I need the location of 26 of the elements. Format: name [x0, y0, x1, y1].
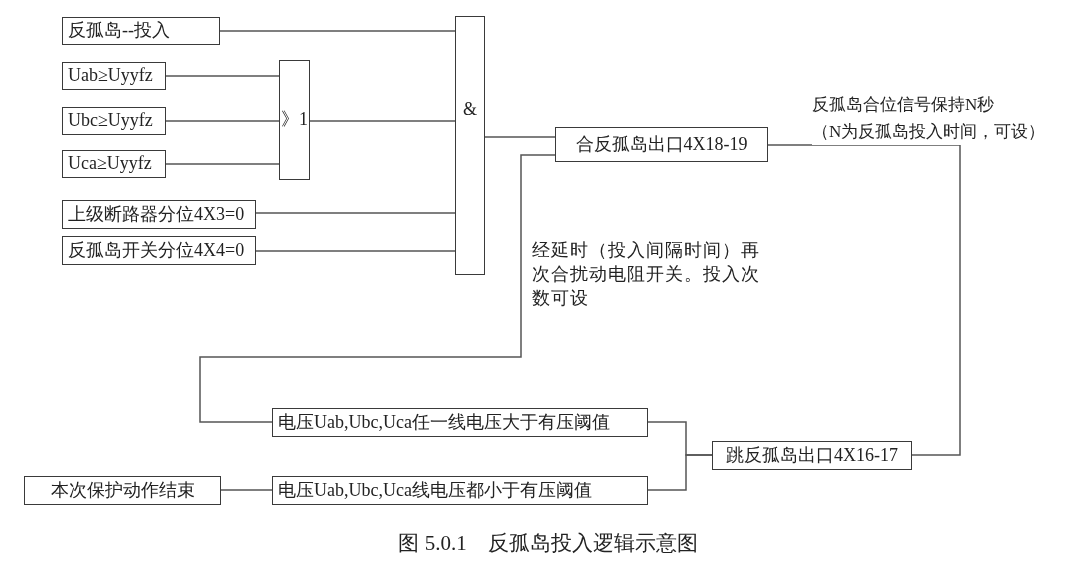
- condition-box: Uca≥Uyyfz: [62, 150, 166, 178]
- connector-line: [767, 144, 961, 456]
- output-box: 合反孤岛出口4X18-19: [555, 127, 768, 162]
- condition-box: 反孤岛开关分位4X4=0: [62, 236, 256, 265]
- connector-line: [165, 75, 280, 77]
- condition-box: 反孤岛--投入: [62, 17, 220, 45]
- connector-line: [309, 120, 456, 122]
- connector-line: [255, 250, 456, 252]
- connector-line: [255, 212, 456, 214]
- or-gate-box: 》1: [279, 60, 310, 180]
- and-gate-box: &: [455, 16, 485, 275]
- connector-line: [199, 154, 556, 423]
- connector-line: [484, 136, 556, 138]
- figure-caption: 图 5.0.1 反孤岛投入逻辑示意图: [398, 529, 698, 557]
- connector-line: [647, 454, 713, 491]
- condition-box: Uab≥Uyyfz: [62, 62, 166, 90]
- output-box: 跳反孤岛出口4X16-17: [712, 441, 912, 470]
- connector-line: [165, 163, 280, 165]
- condition-box: 电压Uab,Ubc,Uca任一线电压大于有压阈值: [272, 408, 648, 437]
- condition-box: Ubc≥Uyyfz: [62, 107, 166, 135]
- connector-line: [219, 30, 456, 32]
- connector-line: [220, 489, 273, 491]
- condition-box: 电压Uab,Ubc,Uca线电压都小于有压阈值: [272, 476, 648, 505]
- condition-box: 上级断路器分位4X3=0: [62, 200, 256, 229]
- connector-line: [165, 120, 280, 122]
- end-box: 本次保护动作结束: [24, 476, 221, 505]
